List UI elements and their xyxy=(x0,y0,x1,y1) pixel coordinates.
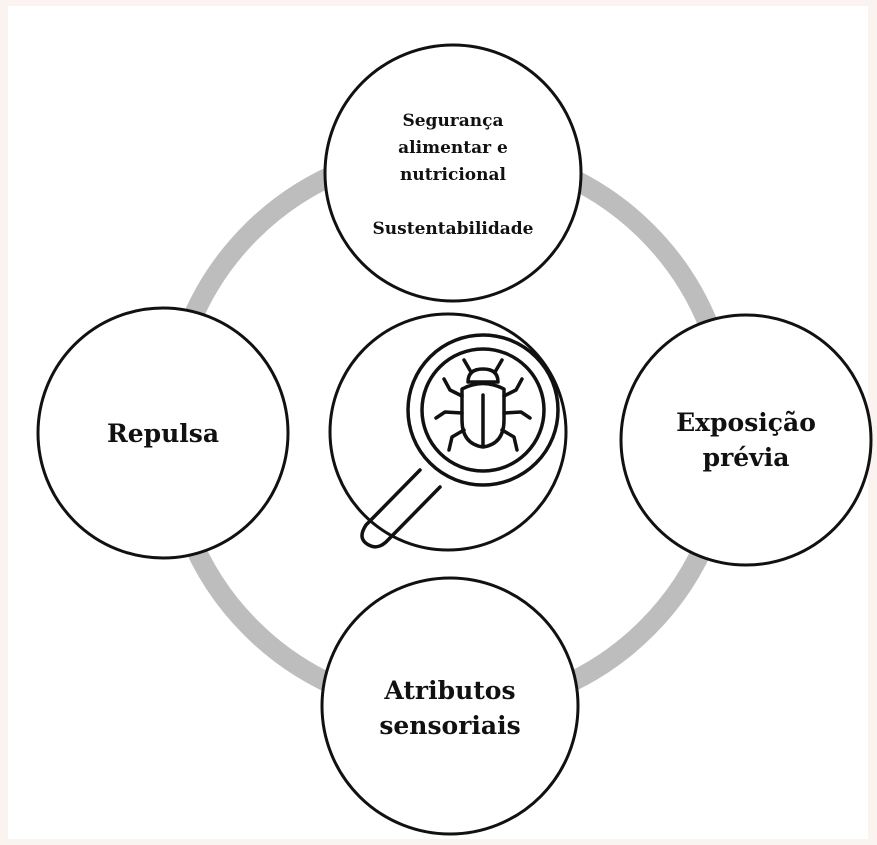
node-left-line-1: Repulsa xyxy=(106,418,220,448)
node-top-label: Segurança alimentar e nutricional Susten… xyxy=(343,90,563,260)
node-top-line-3: nutricional xyxy=(400,164,506,185)
node-left-circle xyxy=(36,306,290,560)
node-top-line-2: alimentar e xyxy=(398,137,508,158)
node-top-line-5: Sustentabilidade xyxy=(372,218,534,239)
node-right-line-2: prévia xyxy=(702,443,790,472)
node-bottom-circle xyxy=(320,576,580,836)
node-right-circle xyxy=(619,313,873,567)
node-left-label: Repulsa xyxy=(63,403,263,463)
magnifier-bug-icon xyxy=(360,333,560,549)
node-bottom-line-2: sensoriais xyxy=(379,711,521,740)
node-top-line-1: Segurança xyxy=(402,110,504,131)
node-bottom-label: Atributos sensoriais xyxy=(350,670,550,746)
node-bottom-line-1: Atributos xyxy=(384,676,516,705)
node-top-circle xyxy=(323,43,583,303)
node-right-label: Exposição prévia xyxy=(646,402,846,478)
node-right-line-1: Exposição xyxy=(676,408,816,437)
